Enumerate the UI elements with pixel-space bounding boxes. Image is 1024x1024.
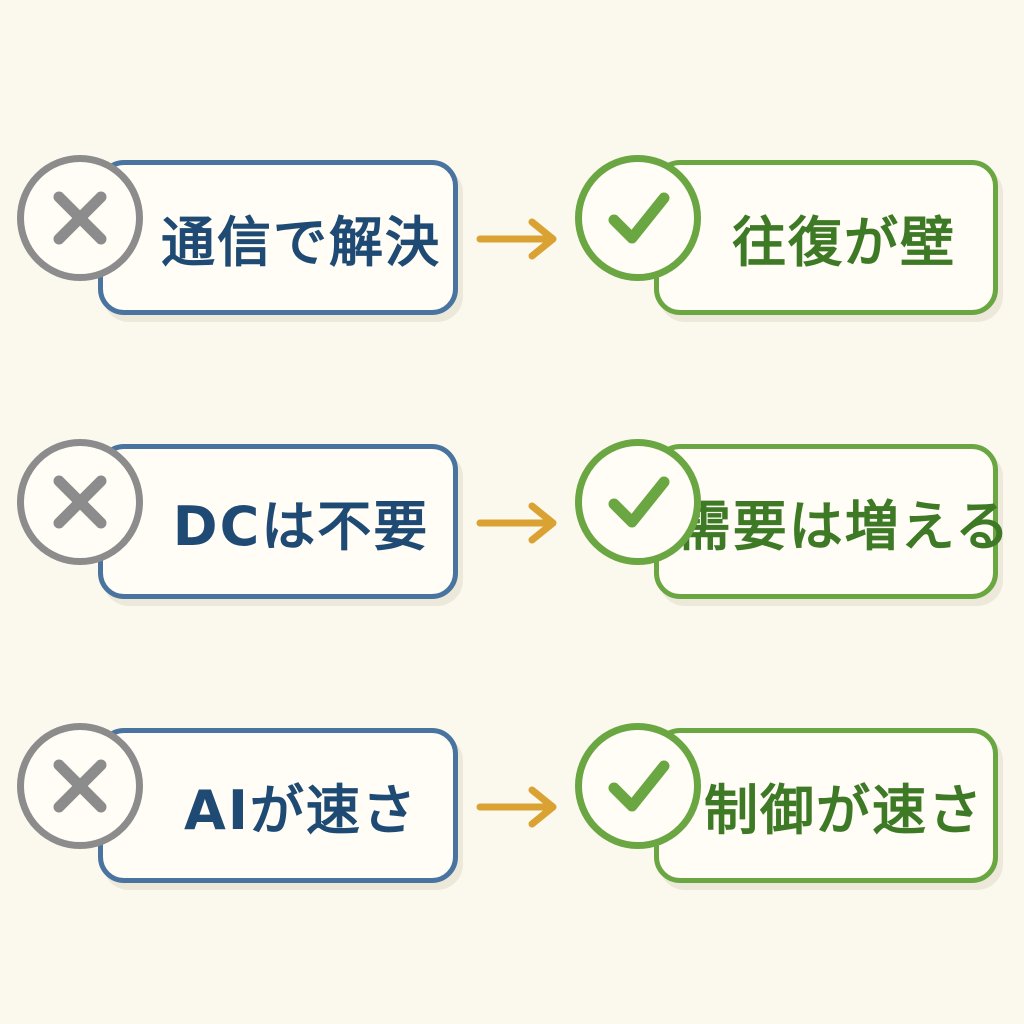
x-mark-icon bbox=[17, 723, 143, 849]
check-mark-icon bbox=[575, 439, 701, 565]
myth-label: 通信で解決 bbox=[161, 211, 441, 274]
comparison-row: DCは不要 需要は増える bbox=[0, 436, 1024, 616]
arrow-right-icon bbox=[476, 502, 557, 544]
check-mark-icon bbox=[575, 155, 701, 281]
myth-label: DCは不要 bbox=[172, 495, 430, 558]
comparison-row: AIが速さ 制御が速さ bbox=[0, 720, 1024, 900]
x-mark-icon bbox=[17, 155, 143, 281]
truth-box: 往復が壁 bbox=[654, 160, 998, 315]
truth-label: 制御が速さ bbox=[704, 779, 984, 842]
arrow-right-icon bbox=[476, 786, 557, 828]
myth-box: AIが速さ bbox=[98, 728, 458, 883]
check-mark-icon bbox=[575, 723, 701, 849]
comparison-row: 通信で解決 往復が壁 bbox=[0, 152, 1024, 332]
arrow-right-icon bbox=[476, 218, 557, 260]
myth-box: 通信で解決 bbox=[98, 160, 458, 315]
myth-box: DCは不要 bbox=[98, 444, 458, 599]
truth-box: 需要は増える bbox=[654, 444, 1009, 599]
truth-box: 制御が速さ bbox=[654, 728, 998, 883]
myth-label: AIが速さ bbox=[184, 779, 418, 842]
truth-label: 需要は増える bbox=[676, 495, 1012, 558]
truth-label: 往復が壁 bbox=[732, 211, 956, 274]
x-mark-icon bbox=[17, 439, 143, 565]
